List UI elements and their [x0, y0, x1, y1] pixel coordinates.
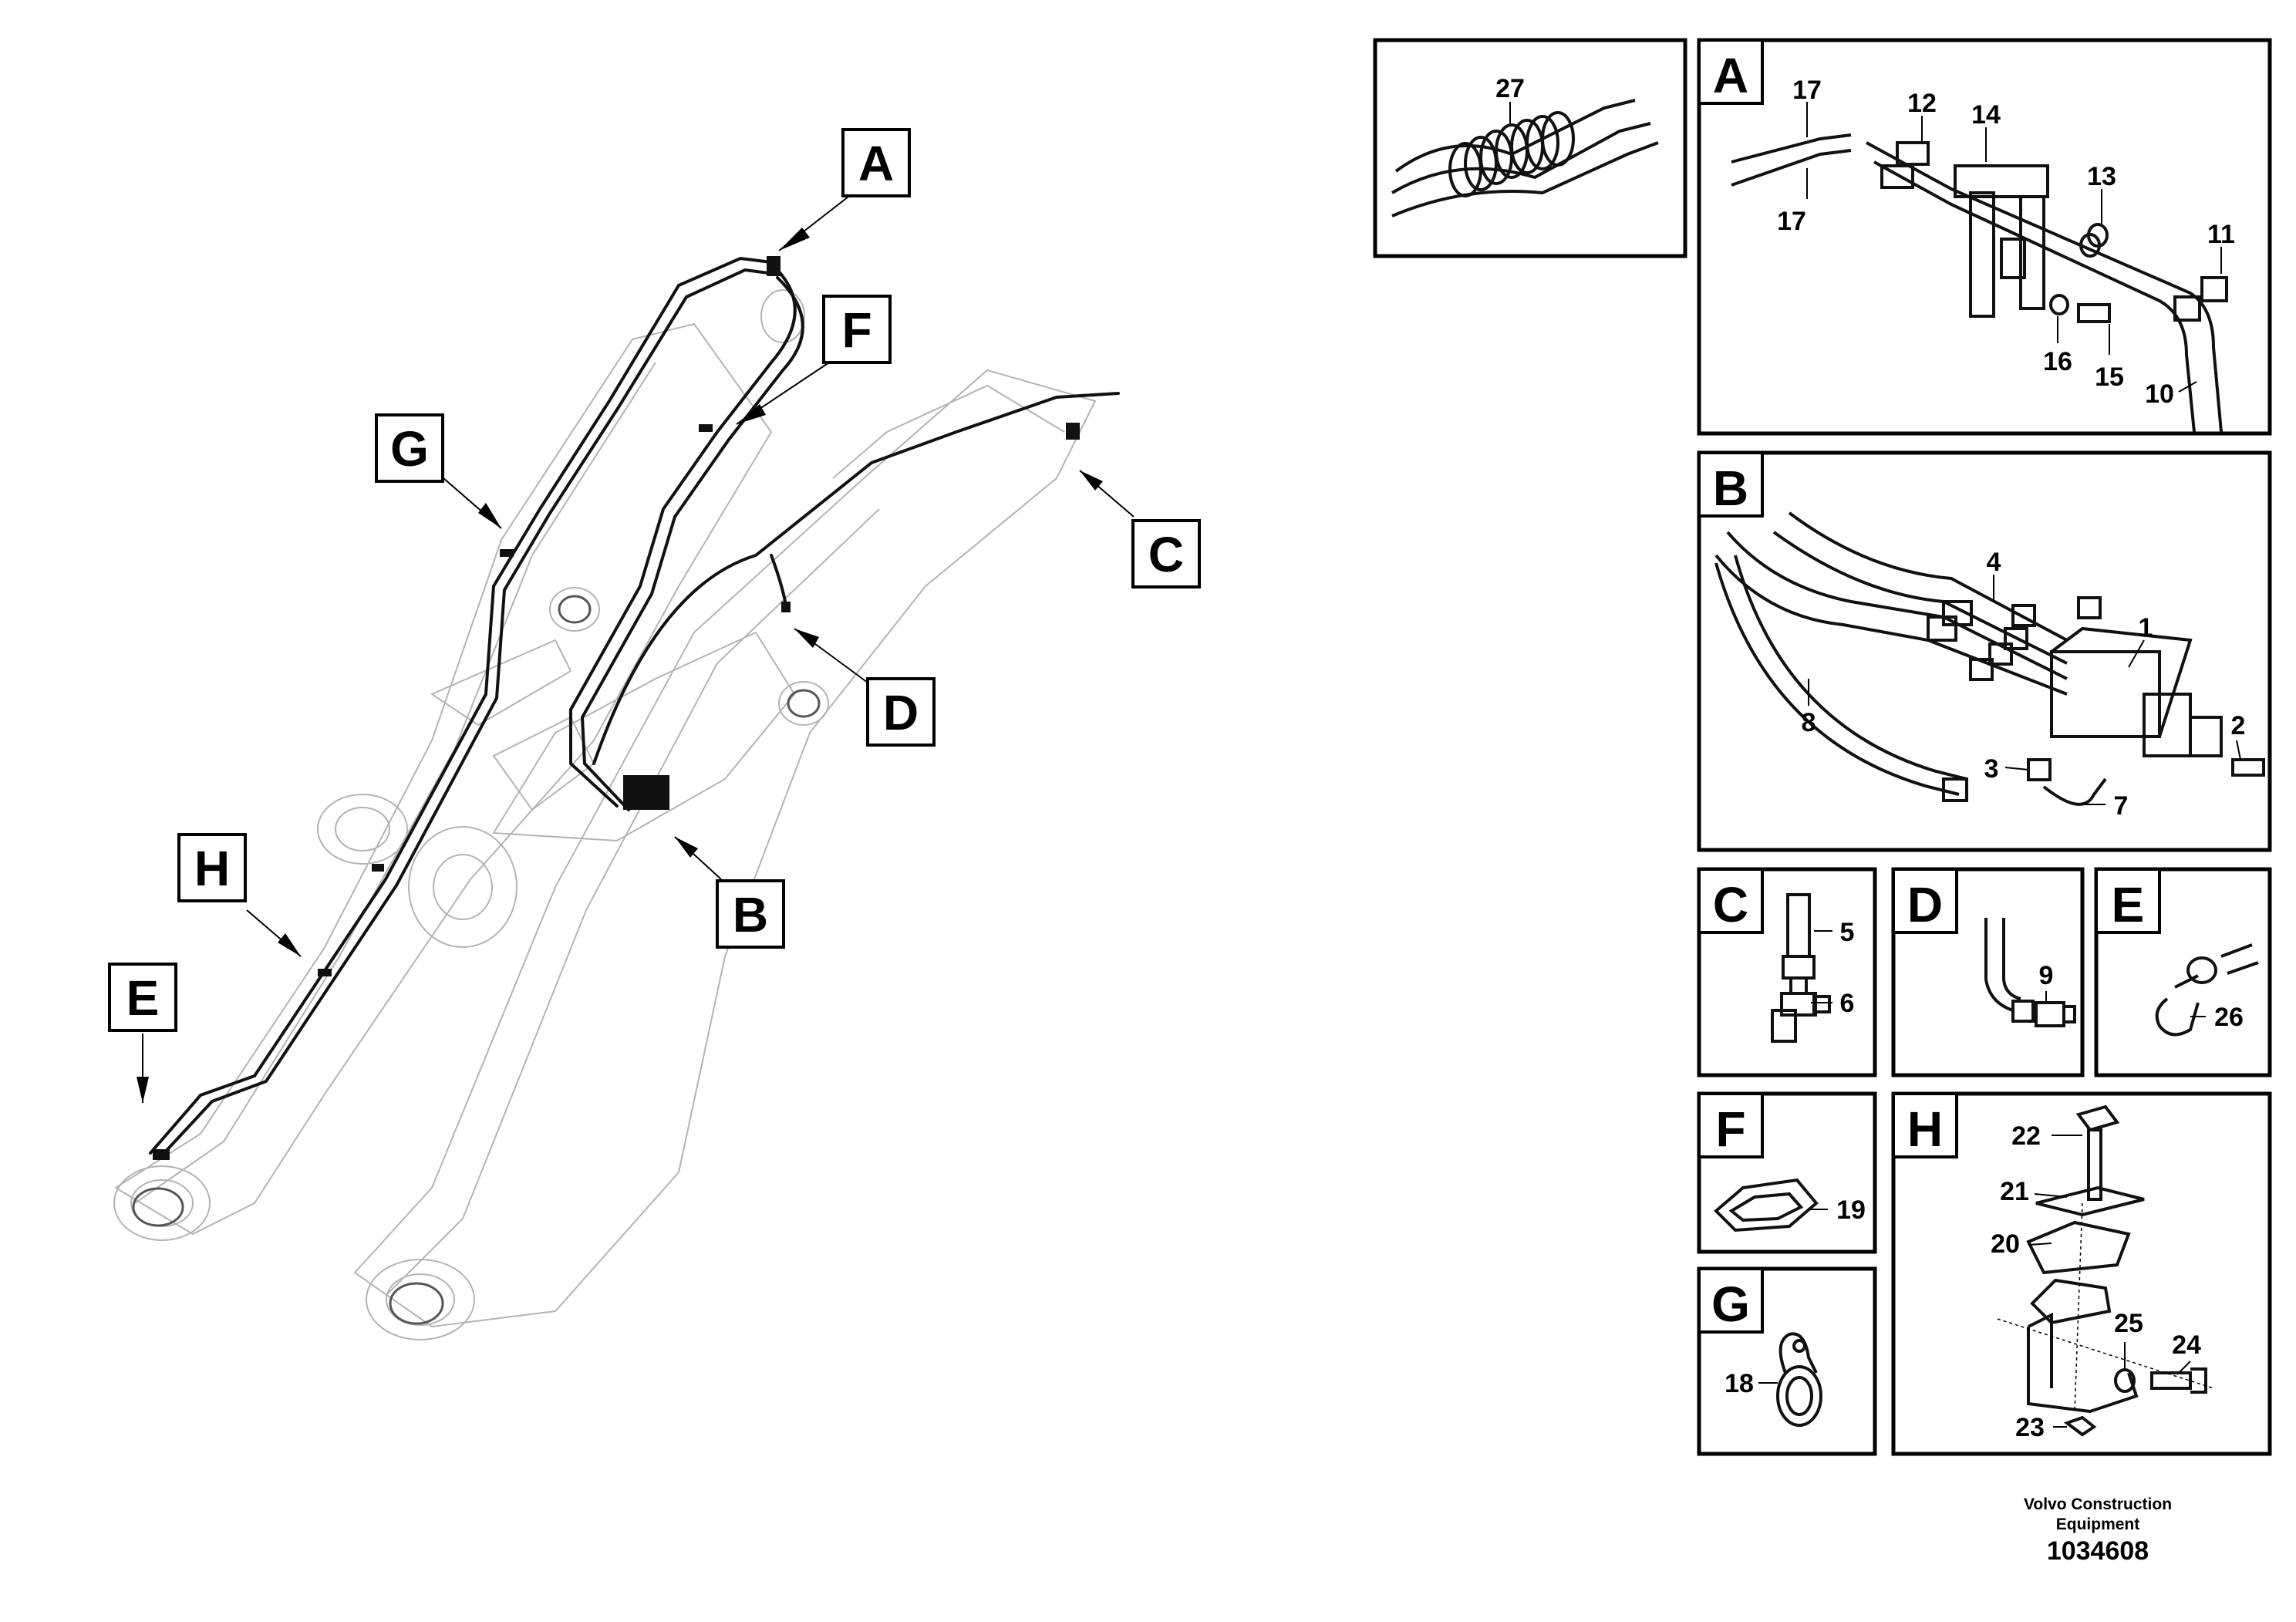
part-24: 24: [2172, 1330, 2201, 1360]
panel-e-letter: E: [2112, 877, 2145, 932]
part-13: 13: [2087, 162, 2116, 191]
part-27: 27: [1495, 74, 1525, 103]
part-3: 3: [1984, 754, 1999, 784]
part-15: 15: [2095, 363, 2124, 392]
part-1: 1: [2139, 613, 2153, 642]
panel-c-letter: C: [1713, 877, 1748, 932]
callout-D: D: [883, 685, 919, 740]
hose-clamps: [153, 256, 1080, 1160]
panel-f-letter: F: [1715, 1101, 1745, 1157]
panel-a-letter: A: [1713, 48, 1748, 103]
part-20: 20: [1991, 1229, 2020, 1259]
detail-panel-b: B: [1697, 450, 2272, 852]
part-26: 26: [2214, 1003, 2244, 1032]
manufacturer-line-2: Equipment: [2055, 1516, 2140, 1533]
part-21: 21: [2000, 1177, 2029, 1206]
detail-panel-g: G 18: [1697, 1266, 1877, 1456]
part-2: 2: [2231, 711, 2246, 740]
callout-boxes: [108, 128, 1201, 1032]
part-5: 5: [1840, 918, 1855, 947]
part-25: 25: [2114, 1309, 2143, 1338]
callout-B: B: [733, 887, 768, 943]
detail-panel-f: F 19: [1697, 1091, 1877, 1254]
part-23: 23: [2015, 1413, 2045, 1442]
part-4: 4: [1987, 548, 2001, 577]
panel-h-letter: H: [1907, 1101, 1943, 1157]
panel-d-letter: D: [1907, 877, 1943, 932]
part-7: 7: [2114, 791, 2129, 821]
part-12: 12: [1907, 89, 1937, 118]
part-10: 10: [2145, 379, 2174, 409]
part-17-bottom: 17: [1777, 207, 1806, 236]
callout-C: C: [1148, 527, 1184, 582]
manufacturer-line-1: Volvo Construction: [2023, 1496, 2173, 1513]
part-22: 22: [2011, 1121, 2041, 1151]
callout-G: G: [390, 421, 429, 477]
part-11: 11: [2207, 220, 2235, 249]
part-8: 8: [1802, 708, 1816, 737]
pin-details: [132, 595, 821, 1325]
callout-E: E: [126, 970, 160, 1026]
detail-panel-a: A: [1697, 38, 2272, 436]
part-6: 6: [1840, 989, 1855, 1018]
manufacturer-label: Volvo Construction Equipment: [1982, 1495, 2213, 1535]
detail-panel-e: E 26: [2094, 867, 2272, 1077]
part-16: 16: [2043, 347, 2072, 376]
panel-b-letter: B: [1713, 460, 1748, 516]
detail-panel-d: D 9: [1891, 867, 2085, 1077]
detail-panel-h: H 22 21 20: [1891, 1091, 2272, 1456]
detail-panel-27: 27: [1373, 38, 1687, 258]
part-9: 9: [2039, 961, 2054, 990]
part-14: 14: [1971, 100, 2001, 130]
callout-H: H: [194, 841, 230, 896]
panel-g-letter: G: [1711, 1276, 1750, 1332]
callout-arrowheads: [137, 228, 1103, 1103]
callout-F: F: [841, 302, 872, 358]
loader-boom-illustration: [113, 289, 1097, 1340]
callout-A: A: [858, 136, 894, 191]
part-18: 18: [1725, 1369, 1754, 1398]
drawing-number: 1034608: [2046, 1536, 2149, 1566]
detail-panel-c: C 5 6: [1697, 867, 1877, 1077]
part-19: 19: [1836, 1195, 1866, 1225]
part-17-top: 17: [1792, 76, 1822, 105]
callout-leaders: [142, 196, 1135, 1103]
